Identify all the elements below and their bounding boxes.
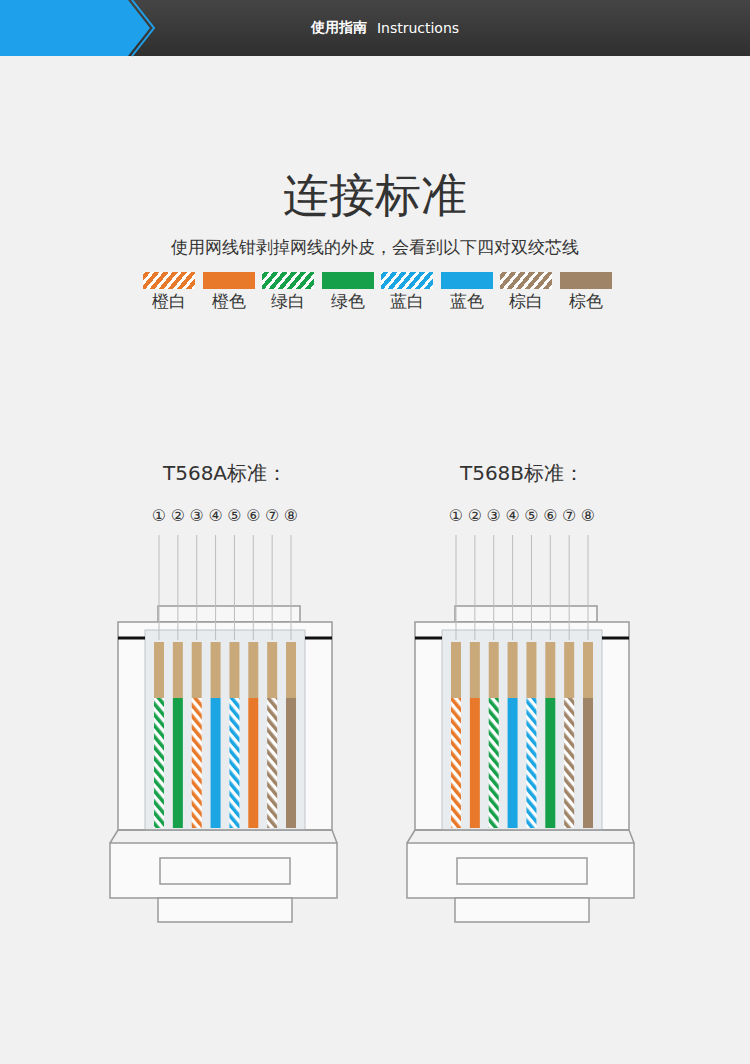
header-text: 使用指南 bbox=[311, 19, 367, 37]
legend-swatch bbox=[322, 272, 374, 289]
leader-line bbox=[493, 535, 494, 640]
wire-core bbox=[564, 698, 574, 828]
legend-text: 橙白 bbox=[152, 292, 186, 311]
wire-group bbox=[154, 535, 593, 828]
leader-line bbox=[588, 535, 589, 640]
leader-line bbox=[177, 535, 178, 640]
wire-core bbox=[173, 698, 183, 828]
leader-line bbox=[234, 535, 235, 640]
pin-number: ⑤ bbox=[524, 507, 538, 525]
pin-contact bbox=[526, 642, 536, 698]
legend-text: 棕白 bbox=[509, 292, 543, 311]
pin-number: ① bbox=[449, 507, 463, 525]
pin-contact bbox=[192, 642, 202, 698]
legend-swatch bbox=[381, 272, 433, 289]
pin-number: ⑧ bbox=[581, 507, 595, 525]
pin-number: ⑤ bbox=[227, 507, 241, 525]
pin-contact bbox=[267, 642, 277, 698]
leader-line bbox=[272, 535, 273, 640]
pin-contact bbox=[211, 642, 221, 698]
page-title: 连接标准 bbox=[283, 165, 467, 227]
standard-heading: T568B标准： bbox=[460, 462, 584, 484]
legend-text: 蓝白 bbox=[390, 292, 424, 311]
leader-line bbox=[512, 535, 513, 640]
rj45-plug-a bbox=[110, 606, 337, 922]
pin-number: ④ bbox=[505, 507, 519, 525]
leader-line bbox=[291, 535, 292, 640]
leader-line bbox=[550, 535, 551, 640]
wire-core bbox=[192, 698, 202, 828]
leader-line bbox=[474, 535, 475, 640]
pin-number: ② bbox=[171, 507, 185, 525]
leader-line bbox=[456, 535, 457, 640]
pin-contact bbox=[583, 642, 593, 698]
legend-text: 蓝色 bbox=[450, 292, 484, 311]
pin-contact bbox=[451, 642, 461, 698]
pin-contact bbox=[489, 642, 499, 698]
pin-number: ⑥ bbox=[543, 507, 557, 525]
pin-contact bbox=[564, 642, 574, 698]
wire-core bbox=[248, 698, 258, 828]
pin-number: ③ bbox=[487, 507, 501, 525]
wire-core bbox=[489, 698, 499, 828]
subtitle: 使用网线钳剥掉网线的外皮，会看到以下四对双绞芯线 bbox=[171, 238, 579, 257]
wire-core bbox=[229, 698, 239, 828]
wire-core bbox=[508, 698, 518, 828]
pin-contact bbox=[154, 642, 164, 698]
legend-swatch bbox=[500, 272, 552, 289]
header-arrow bbox=[0, 0, 150, 56]
legend-swatch bbox=[143, 272, 195, 289]
pin-number: ② bbox=[468, 507, 482, 525]
wire-core bbox=[583, 698, 593, 828]
pin-contact bbox=[248, 642, 258, 698]
header-chevron bbox=[132, 0, 154, 56]
legend-swatch bbox=[441, 272, 493, 289]
leader-line bbox=[253, 535, 254, 640]
legend-swatch bbox=[203, 272, 255, 289]
pin-number: ⑧ bbox=[284, 507, 298, 525]
pin-number: ⑥ bbox=[246, 507, 260, 525]
header-bar bbox=[0, 0, 750, 56]
pin-number: ⑦ bbox=[265, 507, 279, 525]
pin-contact bbox=[545, 642, 555, 698]
legend-text: 绿白 bbox=[271, 292, 305, 311]
leader-line bbox=[159, 535, 160, 640]
legend-text: 棕色 bbox=[569, 292, 603, 311]
pin-contact bbox=[470, 642, 480, 698]
wire-core bbox=[211, 698, 221, 828]
pin-number: ① bbox=[152, 507, 166, 525]
leader-line bbox=[196, 535, 197, 640]
leader-line bbox=[215, 535, 216, 640]
legend-swatch bbox=[560, 272, 612, 289]
wire-core bbox=[545, 698, 555, 828]
wire-core bbox=[267, 698, 277, 828]
header-band: 使用指南 Instructions bbox=[0, 0, 750, 56]
standard-heading: T568A标准： bbox=[163, 462, 287, 484]
pin-contact bbox=[286, 642, 296, 698]
pin-contact bbox=[173, 642, 183, 698]
leader-line bbox=[531, 535, 532, 640]
legend-text: 绿色 bbox=[331, 292, 365, 311]
leader-line bbox=[569, 535, 570, 640]
legend-text: 橙色 bbox=[212, 292, 246, 311]
wire-core bbox=[451, 698, 461, 828]
wire-core bbox=[154, 698, 164, 828]
pin-number: ④ bbox=[208, 507, 222, 525]
legend-swatch bbox=[262, 272, 314, 289]
rj45-plug-b bbox=[407, 606, 634, 922]
wire-core bbox=[470, 698, 480, 828]
header-text: Instructions bbox=[377, 20, 459, 36]
wire-core bbox=[526, 698, 536, 828]
pin-number: ⑦ bbox=[562, 507, 576, 525]
wire-core bbox=[286, 698, 296, 828]
pin-contact bbox=[508, 642, 518, 698]
pin-number: ③ bbox=[190, 507, 204, 525]
pin-contact bbox=[229, 642, 239, 698]
